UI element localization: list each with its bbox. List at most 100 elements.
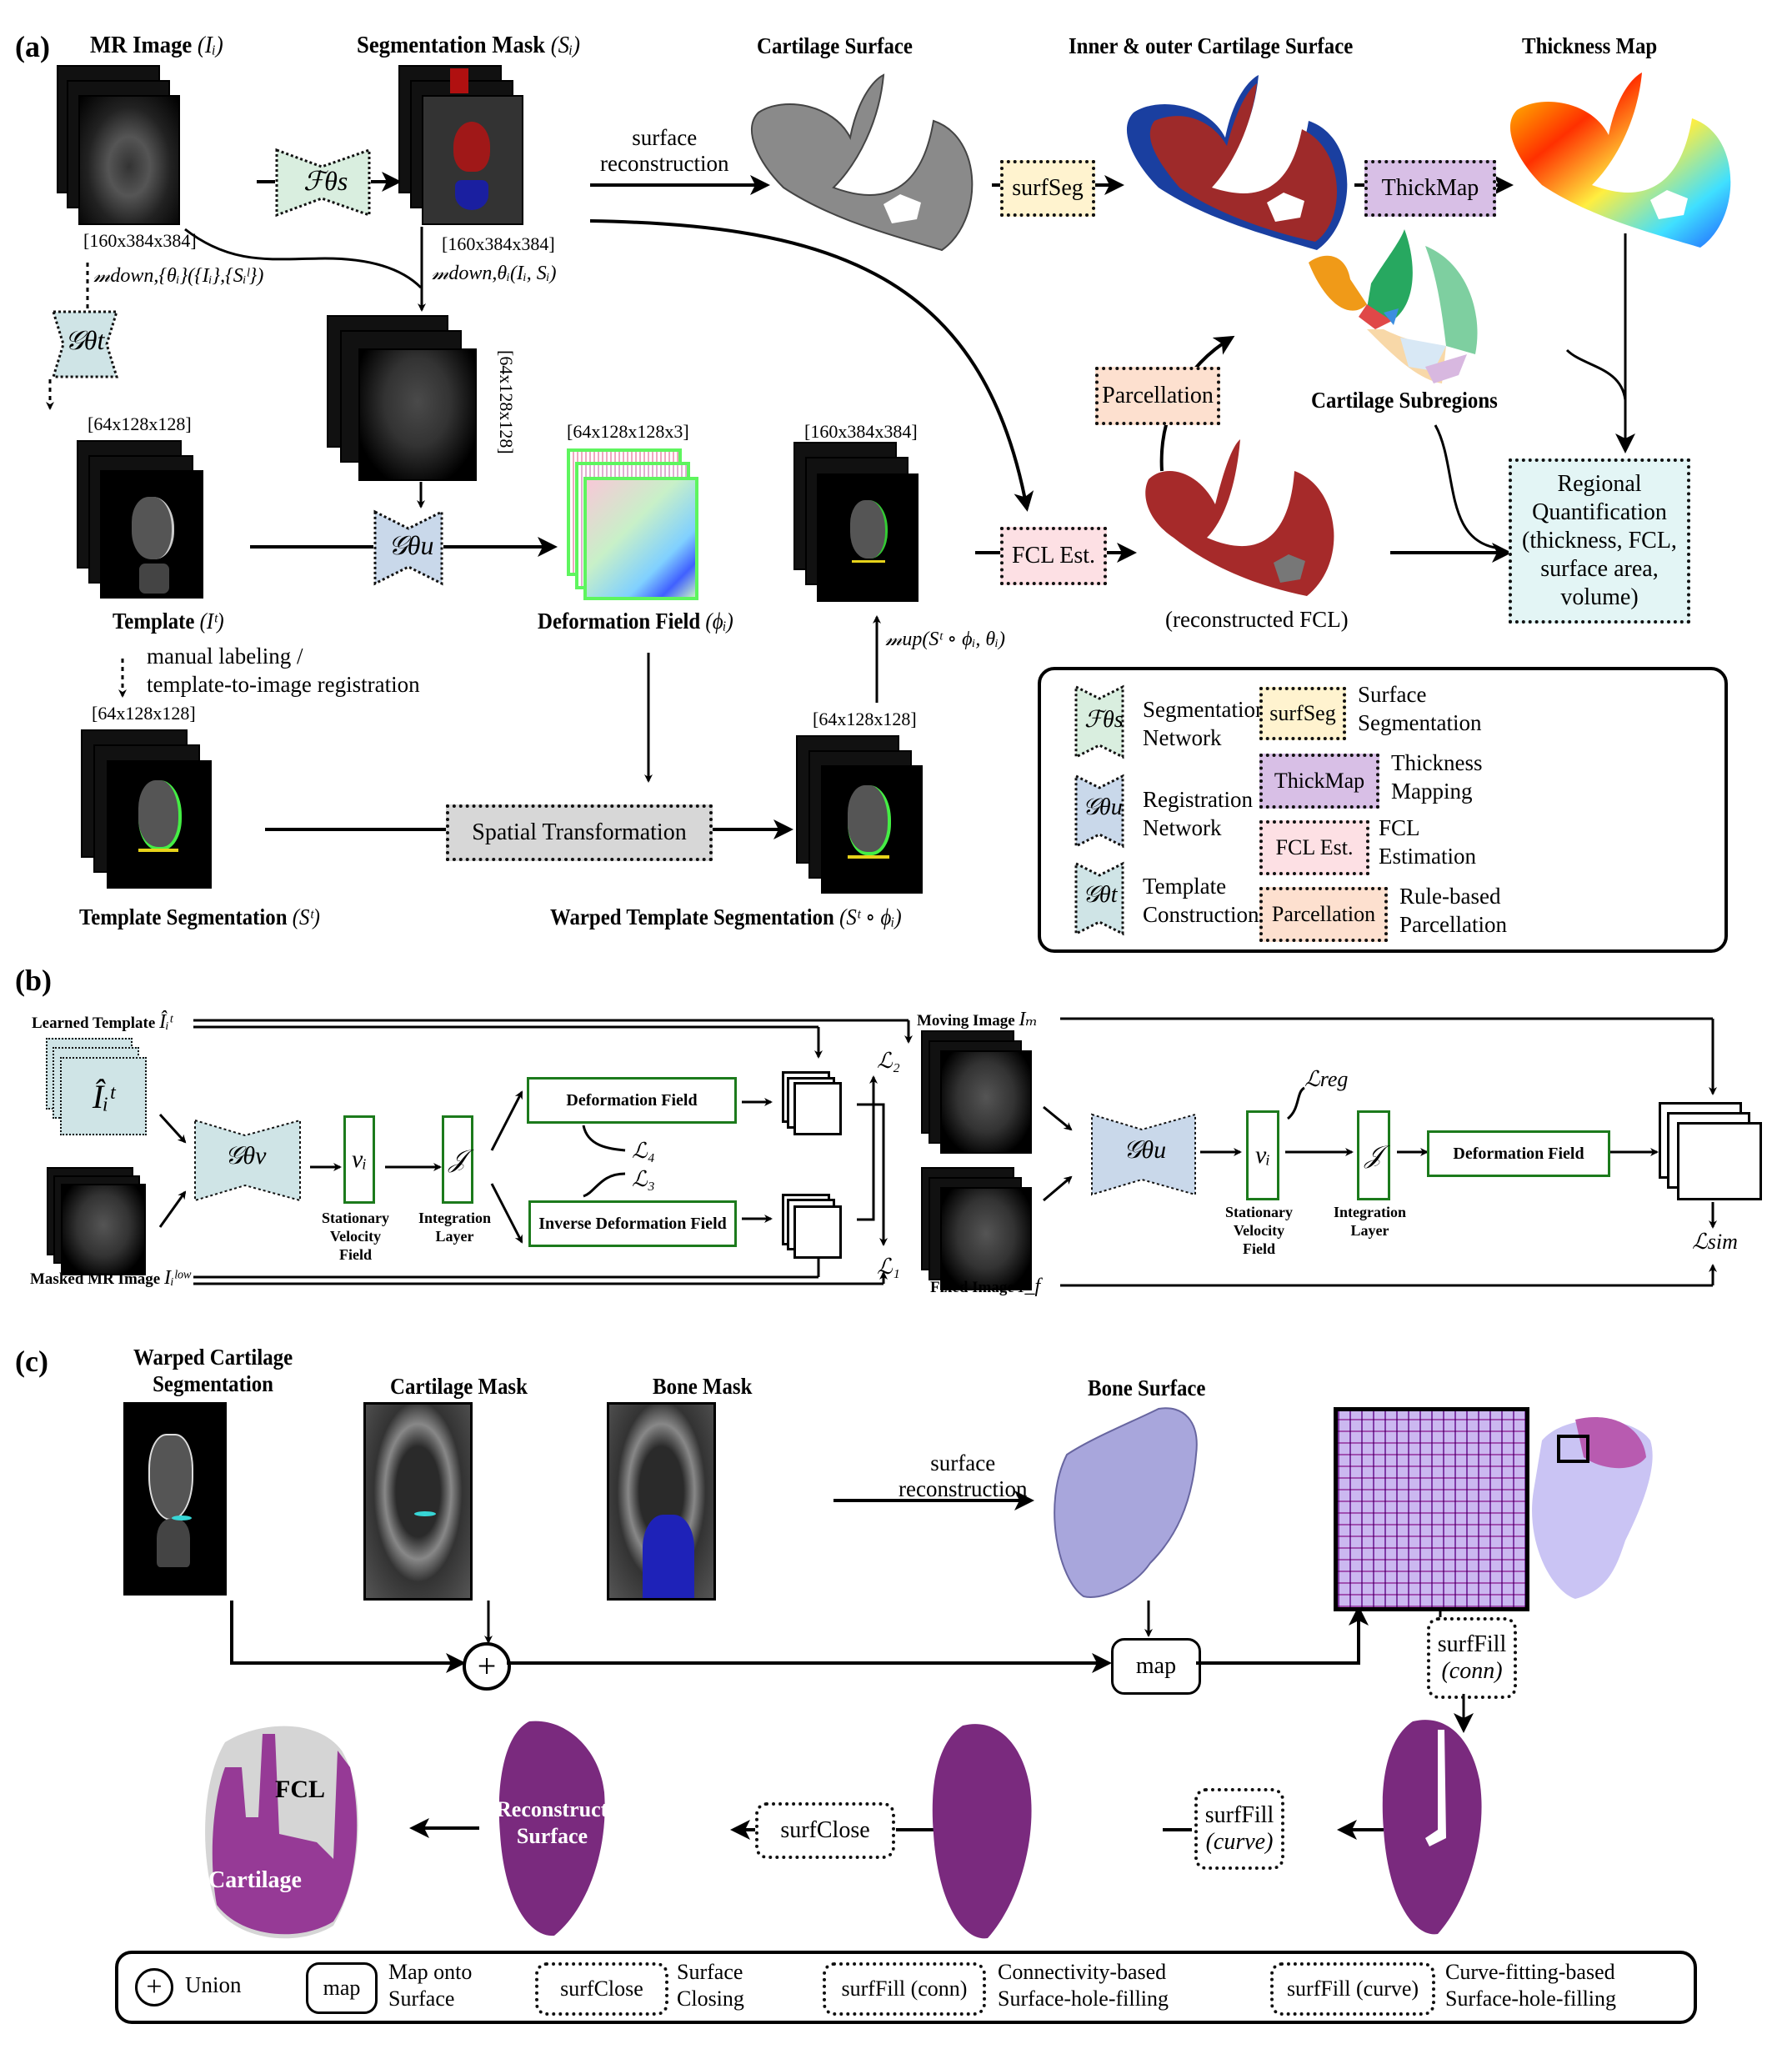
legend-reg-network-icon: 𝒢θu: [1074, 774, 1124, 849]
warped-title: Warped Template Segmentation (Sᵗ ∘ ϕᵢ): [550, 904, 902, 929]
seg-dim: [160x384x384]: [442, 233, 555, 254]
legend-fcl-est-box: FCL Est.: [1259, 820, 1369, 875]
cartilage-label: Cartilage: [208, 1867, 302, 1893]
thickness-map-render: [1492, 68, 1742, 248]
legend-surffill-conn-box: surfFill (conn): [823, 1962, 986, 2016]
mr-dim: [160x384x384]: [83, 230, 197, 251]
legend-surfclose-text: Surface Closing: [677, 1960, 744, 2011]
curve-filled-surface: [929, 1717, 1034, 1942]
down-i-label: 𝓂down,θᵢ(Iᵢ, Sᵢ): [432, 263, 557, 284]
legend-parcellation-box: Parcellation: [1259, 887, 1388, 942]
fixed-image-slice: [940, 1187, 1032, 1290]
inner-outer-title: Inner & outer Cartilage Surface: [1069, 33, 1354, 58]
registration-network-icon: 𝒢θu: [373, 509, 443, 586]
seg-mask-title: Segmentation Mask (Sᵢ): [357, 32, 581, 58]
parcellation-box: Parcellation: [1095, 367, 1220, 425]
cartilage-surface-title: Cartilage Surface: [757, 33, 913, 58]
panel-c-label: (c): [15, 1345, 48, 1378]
legend-seg-network-icon: ℱθs: [1074, 684, 1124, 759]
legend-surfseg-box: surfSeg: [1259, 687, 1346, 740]
legend-template-network-text: Template Construction: [1143, 874, 1259, 927]
registration-network-b-icon: 𝒢θu: [1090, 1113, 1197, 1196]
mapped-surface-render: [1525, 1407, 1667, 1599]
velocity-field-box-right: νᵢ: [1246, 1110, 1279, 1200]
warped-slice: [821, 765, 923, 894]
surface-recon-label: surface reconstruction: [600, 125, 729, 176]
bone-mask-image: [607, 1402, 716, 1601]
surfclose-box: surfClose: [755, 1802, 895, 1859]
legend-union-icon: +: [135, 1968, 173, 2006]
reconstructed-fcl-render: [1132, 438, 1382, 596]
integration-label-left: Integration Layer: [418, 1210, 491, 1245]
segmentation-network-icon: ℱθs: [275, 148, 371, 218]
cartilage-mask-title: Cartilage Mask: [390, 1374, 528, 1399]
regional-quantification-box: Regional Quantification (thickness, FCL,…: [1509, 458, 1690, 624]
mr-image-title: MR Image (Iᵢ): [90, 32, 223, 58]
warped-dim: [64x128x128]: [813, 709, 917, 729]
down-all-label: 𝓂down,{θᵢ}({Iᵢ},{Sᵢˡ}): [93, 265, 264, 287]
downsampled-mr-slice: [358, 348, 477, 481]
cartilage-surface-render: [733, 71, 992, 252]
cartilage-subregions-render: [1300, 229, 1517, 388]
surffill-conn-box: surfFill (conn): [1427, 1617, 1517, 1699]
legend-map-text: Map onto Surface: [388, 1960, 473, 2011]
template-construction-network-icon: 𝒢θt: [51, 310, 119, 378]
legend-surfseg-text: Surface Segmentation: [1358, 682, 1482, 735]
thickmap-box: ThickMap: [1364, 160, 1496, 217]
manual-labeling-label: manual labeling / template-to-image regi…: [147, 644, 420, 697]
legend-thickmap-text: Thickness Mapping: [1391, 750, 1483, 804]
fcl-est-box: FCL Est.: [1000, 527, 1107, 585]
deformation-field-box-b: Deformation Field: [527, 1077, 737, 1124]
reconstructed-surface-label: Reconstructed Surface: [496, 1797, 630, 1848]
learned-template-slice: Îᵢᵗ: [60, 1057, 147, 1135]
upsampled-dim: [160x384x384]: [804, 421, 918, 442]
loss-l1: ℒ₁: [877, 1255, 900, 1279]
seg-mask-slice: [422, 95, 523, 225]
learned-template-label: Learned Template Îᵢᵗ: [32, 1011, 173, 1033]
legend-reg-network-text: Registration Network: [1143, 787, 1253, 840]
loss-l3: ℒ₃: [632, 1167, 655, 1191]
conn-filled-surface: [1379, 1713, 1488, 1938]
velocity-field-box-left: νᵢ: [343, 1115, 375, 1204]
up-label: 𝓂up(Sᵗ ∘ ϕᵢ, θᵢ): [885, 629, 1005, 650]
panel-a-label: (a): [15, 30, 50, 63]
template-seg-dim: [64x128x128]: [92, 703, 196, 724]
loss-reg: ℒreg: [1304, 1067, 1349, 1091]
deformation-field-slice: [583, 477, 698, 600]
down-img-dim: [64x128x128]: [496, 350, 517, 454]
template-dim: [64x128x128]: [88, 413, 192, 434]
spatial-transformation-box: Spatial Transformation: [446, 804, 713, 861]
loss-sim: ℒsim: [1692, 1230, 1738, 1254]
bone-surface-render: [1034, 1405, 1225, 1601]
legend-union-text: Union: [185, 1972, 242, 1997]
union-icon: +: [463, 1642, 511, 1691]
masked-mr-label: Masked MR Image Iᵢˡᵒʷ: [30, 1267, 191, 1289]
moving-image-slice: [940, 1050, 1032, 1154]
legend-template-network-icon: 𝒢θt: [1074, 861, 1124, 936]
integration-layer-box-right: 𝒥: [1357, 1110, 1390, 1200]
fixed-image-label: Fixed Image I_f: [930, 1275, 1041, 1297]
cartilage-subregions-title: Cartilage Subregions: [1311, 388, 1498, 413]
integration-layer-box-left: 𝒥: [442, 1115, 473, 1204]
map-box: map: [1111, 1638, 1201, 1695]
surface-mesh-zoom: [1334, 1407, 1529, 1611]
surface-recon-label-c: surface reconstruction: [899, 1450, 1028, 1501]
deformation-field-box-right: Deformation Field: [1427, 1130, 1610, 1177]
legend-surffill-curve-box: surfFill (curve): [1270, 1962, 1435, 2016]
legend-parcellation-text: Rule-based Parcellation: [1399, 884, 1507, 937]
loss-l4: ℒ₄: [632, 1139, 655, 1163]
legend-thickmap-box: ThickMap: [1259, 754, 1379, 809]
inverse-deformation-field-box: Inverse Deformation Field: [528, 1200, 737, 1247]
curve-seg-to-fcl: [589, 219, 1034, 512]
cartilage-mask-image: [363, 1402, 473, 1601]
stationary-label-left: Stationary Velocity Field: [322, 1210, 389, 1263]
loss-l2: ℒ₂: [877, 1049, 900, 1073]
warped-cartilage-title: Warped Cartilage Segmentation: [133, 1345, 293, 1396]
upsampled-seg-slice: [817, 473, 919, 602]
warped-cartilage-image: [123, 1402, 227, 1596]
stationary-label-right: Stationary Velocity Field: [1225, 1204, 1293, 1257]
template-seg-slice: [107, 760, 212, 889]
bone-mask-title: Bone Mask: [653, 1374, 753, 1399]
reconstructed-surface-render: Reconstructed Surface: [496, 1717, 630, 1938]
moving-image-label: Moving Image Iₘ: [917, 1009, 1039, 1030]
